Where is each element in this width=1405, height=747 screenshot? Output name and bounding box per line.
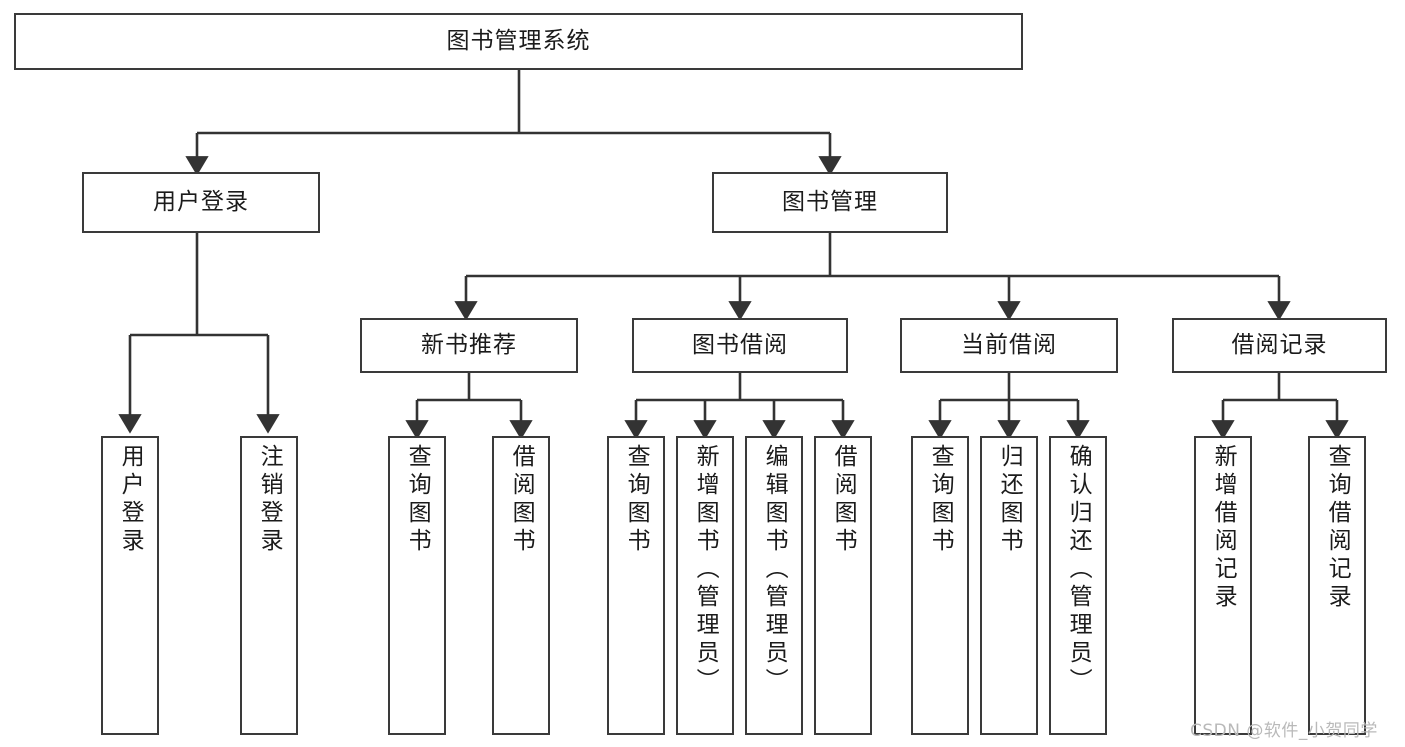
node-label: 查询图书	[927, 444, 954, 556]
node-user-login[interactable]: 用户登录	[82, 172, 320, 233]
node-leaf-edit-book[interactable]: 编辑图书（管理员）	[745, 436, 803, 735]
node-label: 新增借阅记录	[1210, 444, 1237, 612]
csdn-watermark: CSDN @软件_小贺同学	[1190, 721, 1378, 741]
node-label: 编辑图书（管理员）	[761, 444, 788, 696]
node-leaf-query-book-3[interactable]: 查询图书	[911, 436, 969, 735]
node-label: 用户登录	[117, 444, 144, 556]
node-label: 查询图书	[404, 444, 431, 556]
node-label: 用户登录	[153, 188, 249, 215]
node-label: 新书推荐	[421, 331, 517, 358]
node-label: 查询借阅记录	[1324, 444, 1351, 612]
node-leaf-borrow-book-1[interactable]: 借阅图书	[492, 436, 550, 735]
node-label: 图书管理	[782, 188, 878, 215]
node-leaf-confirm-return[interactable]: 确认归还（管理员）	[1049, 436, 1107, 735]
node-leaf-add-record[interactable]: 新增借阅记录	[1194, 436, 1252, 735]
node-label: 借阅记录	[1231, 331, 1328, 358]
node-book-borrow[interactable]: 图书借阅	[632, 318, 848, 373]
node-leaf-logout-login[interactable]: 注销登录	[240, 436, 298, 735]
node-leaf-query-record[interactable]: 查询借阅记录	[1308, 436, 1366, 735]
node-label: 注销登录	[256, 444, 283, 556]
node-leaf-add-book[interactable]: 新增图书（管理员）	[676, 436, 734, 735]
node-label: 确认归还（管理员）	[1065, 444, 1092, 696]
node-new-book-recommend[interactable]: 新书推荐	[360, 318, 578, 373]
node-label: 图书管理系统	[446, 27, 591, 54]
node-leaf-return-book[interactable]: 归还图书	[980, 436, 1038, 735]
node-label: 归还图书	[996, 444, 1023, 556]
node-label: 借阅图书	[830, 444, 857, 556]
node-leaf-query-book-1[interactable]: 查询图书	[388, 436, 446, 735]
node-label: 当前借阅	[961, 331, 1057, 358]
node-label: 查询图书	[623, 444, 650, 556]
node-current-borrow[interactable]: 当前借阅	[900, 318, 1118, 373]
node-leaf-borrow-book-2[interactable]: 借阅图书	[814, 436, 872, 735]
node-leaf-user-login[interactable]: 用户登录	[101, 436, 159, 735]
node-label: 图书借阅	[692, 331, 788, 358]
node-label: 借阅图书	[508, 444, 535, 556]
node-book-manage[interactable]: 图书管理	[712, 172, 948, 233]
node-root-system[interactable]: 图书管理系统	[14, 13, 1023, 70]
node-label: 新增图书（管理员）	[692, 444, 719, 696]
node-borrow-record[interactable]: 借阅记录	[1172, 318, 1387, 373]
node-leaf-query-book-2[interactable]: 查询图书	[607, 436, 665, 735]
